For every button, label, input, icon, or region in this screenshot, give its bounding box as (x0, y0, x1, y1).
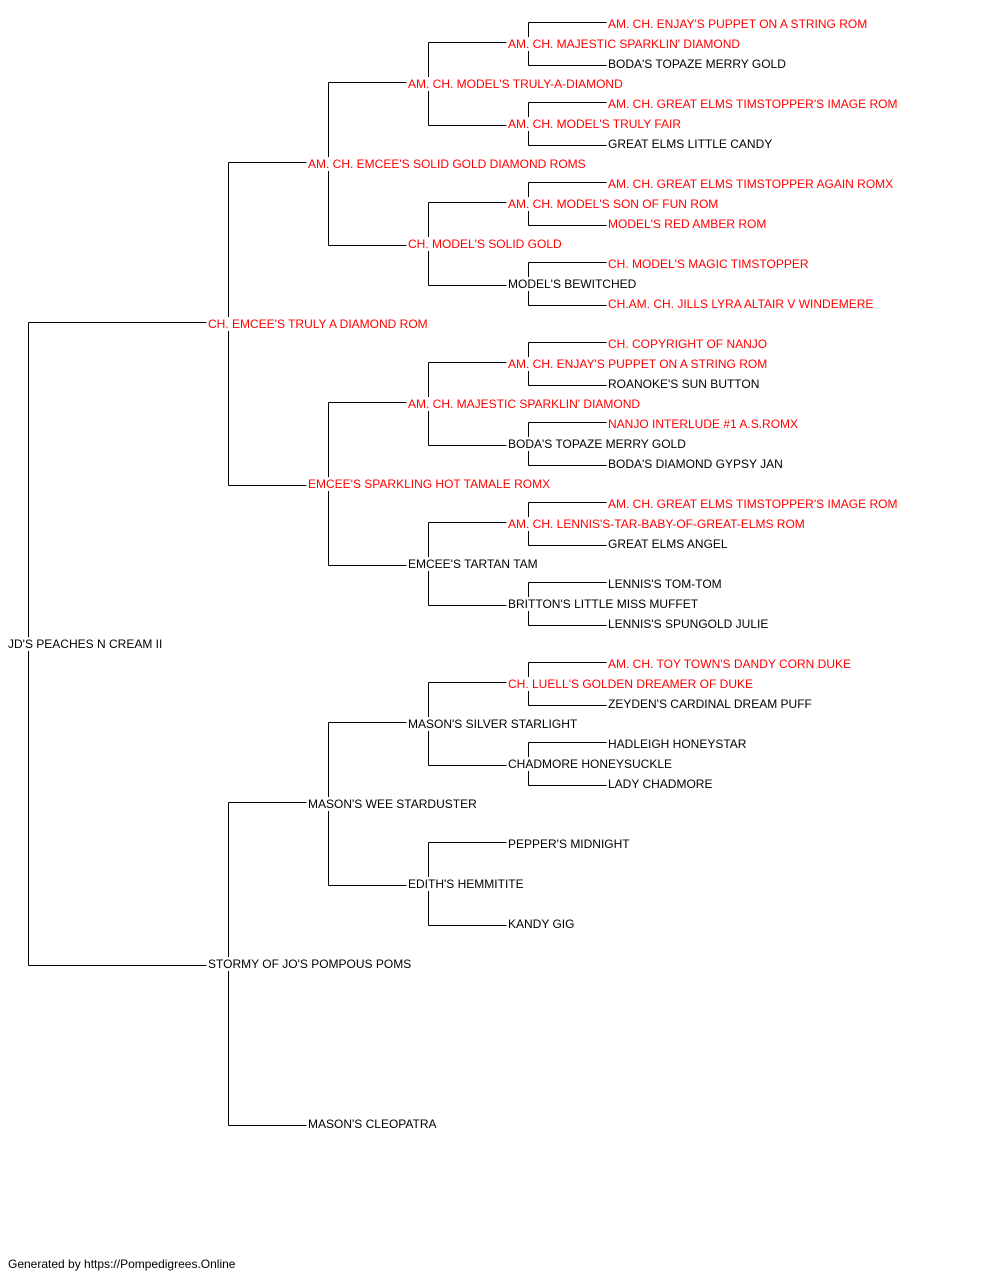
ancestor-name: ROANOKE'S SUN BUTTON (608, 377, 760, 391)
sire-sire-name: AM. CH. EMCEE'S SOLID GOLD DIAMOND ROMS (308, 157, 586, 171)
ancestor-name: AM. CH. GREAT ELMS TIMSTOPPER AGAIN ROMX (608, 177, 894, 191)
ancestor-name: CHADMORE HONEYSUCKLE (508, 757, 673, 771)
ancestor-name: AM. CH. MAJESTIC SPARKLIN' DIAMOND (408, 397, 641, 411)
ancestor-name: PEPPER'S MIDNIGHT (508, 837, 630, 851)
sire-name: CH. EMCEE'S TRULY A DIAMOND ROM (208, 317, 428, 331)
ancestor-name: CH. MODEL'S MAGIC TIMSTOPPER (608, 257, 809, 271)
ancestor-name: MASON'S SILVER STARLIGHT (408, 717, 578, 731)
dam-dam-name: MASON'S CLEOPATRA (308, 1117, 437, 1131)
ancestor-name: AM. CH. GREAT ELMS TIMSTOPPER'S IMAGE RO… (608, 497, 898, 511)
subject-name: JD'S PEACHES N CREAM II (8, 637, 163, 651)
ancestor-name: CH.AM. CH. JILLS LYRA ALTAIR V WINDEMERE (608, 297, 874, 311)
ancestor-name: BODA'S TOPAZE MERRY GOLD (608, 57, 786, 71)
ancestor-name: EDITH'S HEMMITITE (408, 877, 524, 891)
ancestor-name: MODEL'S BEWITCHED (508, 277, 637, 291)
ancestor-name: HADLEIGH HONEYSTAR (608, 737, 747, 751)
ancestor-name: CH. COPYRIGHT OF NANJO (608, 337, 768, 351)
ancestor-name: GREAT ELMS LITTLE CANDY (608, 137, 773, 151)
ancestor-name: AM. CH. MODEL'S SON OF FUN ROM (508, 197, 719, 211)
ancestor-name: LENNIS'S TOM-TOM (608, 577, 722, 591)
ancestor-name: AM. CH. GREAT ELMS TIMSTOPPER'S IMAGE RO… (608, 97, 898, 111)
ancestor-name: GREAT ELMS ANGEL (608, 537, 728, 551)
ancestor-name: LENNIS'S SPUNGOLD JULIE (608, 617, 769, 631)
ancestor-name: AM. CH. TOY TOWN'S DANDY CORN DUKE (608, 657, 851, 671)
ancestor-name: EMCEE'S TARTAN TAM (408, 557, 538, 571)
ancestor-name: MODEL'S RED AMBER ROM (608, 217, 767, 231)
sire-dam-name: EMCEE'S SPARKLING HOT TAMALE ROMX (308, 477, 551, 491)
ancestor-name: LADY CHADMORE (608, 777, 713, 791)
footer-credit: Generated by https://Pompedigrees.Online (8, 1257, 236, 1271)
ancestor-name: CH. LUELL'S GOLDEN DREAMER OF DUKE (508, 677, 754, 691)
ancestor-name: KANDY GIG (508, 917, 575, 931)
ancestor-name: ZEYDEN'S CARDINAL DREAM PUFF (608, 697, 812, 711)
ancestor-name: AM. CH. MAJESTIC SPARKLIN' DIAMOND (508, 37, 741, 51)
dam-name: STORMY OF JO'S POMPOUS POMS (208, 957, 412, 971)
ancestor-name: BODA'S TOPAZE MERRY GOLD (508, 437, 686, 451)
ancestor-name: BRITTON'S LITTLE MISS MUFFET (508, 597, 699, 611)
ancestor-name: AM. CH. ENJAY'S PUPPET ON A STRING ROM (508, 357, 768, 371)
ancestor-name: CH. MODEL'S SOLID GOLD (408, 237, 562, 251)
dam-sire-name: MASON'S WEE STARDUSTER (308, 797, 477, 811)
ancestor-name: NANJO INTERLUDE #1 A.S.ROMX (608, 417, 799, 431)
ancestor-name: AM. CH. ENJAY'S PUPPET ON A STRING ROM (608, 17, 868, 31)
ancestor-name: AM. CH. LENNIS'S-TAR-BABY-OF-GREAT-ELMS … (508, 517, 805, 531)
ancestor-name: AM. CH. MODEL'S TRULY FAIR (508, 117, 681, 131)
ancestor-name: BODA'S DIAMOND GYPSY JAN (608, 457, 783, 471)
ancestor-name: AM. CH. MODEL'S TRULY-A-DIAMOND (408, 77, 623, 91)
